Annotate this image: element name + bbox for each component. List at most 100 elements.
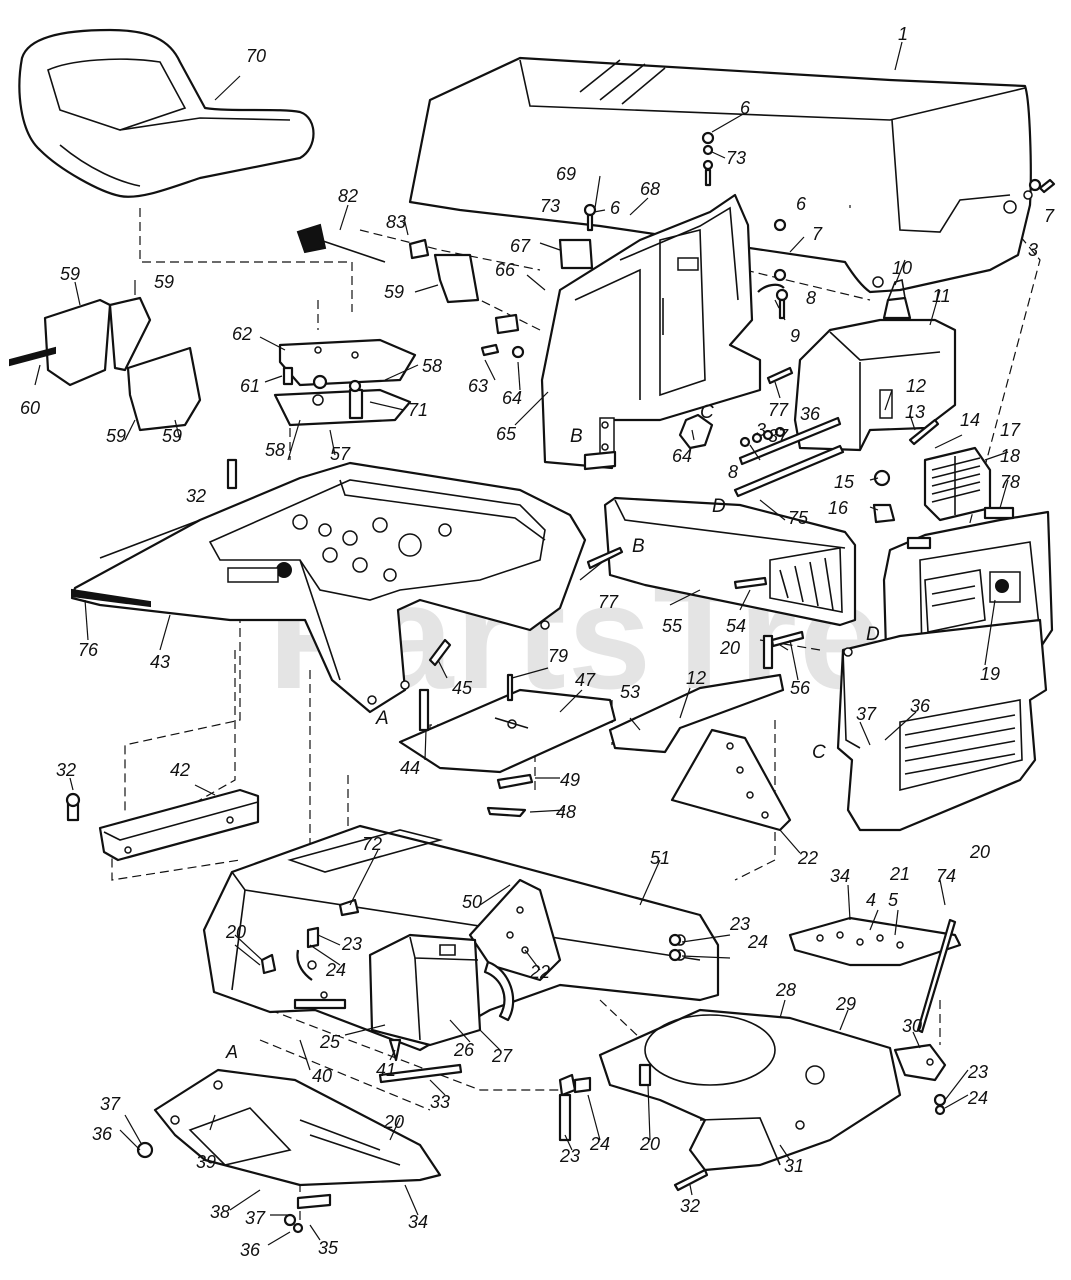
callout-50: 50 <box>462 892 482 912</box>
side-bracket <box>608 673 785 754</box>
callout-37: 37 <box>768 426 789 446</box>
triangular-bracket <box>670 728 792 832</box>
callout-55: 55 <box>662 616 683 636</box>
letter-b-dash: B <box>570 426 583 447</box>
callout-9: 9 <box>790 326 800 346</box>
battery <box>368 933 515 1047</box>
rear-bracket <box>893 1043 947 1082</box>
callout-27: 27 <box>491 1046 513 1066</box>
callout-21: 21 <box>889 864 910 884</box>
callout-60: 60 <box>20 398 40 418</box>
callout-20: 20 <box>383 1112 404 1132</box>
callout-11: 11 <box>932 286 951 306</box>
callout-35: 35 <box>318 1238 339 1258</box>
seat-bracket <box>273 338 417 427</box>
letter-d-fender: D <box>866 624 880 645</box>
letter-a-fender: A <box>375 708 389 729</box>
callout-5: 5 <box>888 890 899 910</box>
callout-23: 23 <box>967 1062 988 1082</box>
callout-73: 73 <box>540 196 560 216</box>
callout-78: 78 <box>1000 472 1020 492</box>
callout-8: 8 <box>806 288 816 308</box>
callout-54: 54 <box>726 616 746 636</box>
callout-48: 48 <box>556 802 576 822</box>
callout-77: 77 <box>768 400 789 420</box>
callout-22: 22 <box>797 848 818 868</box>
callout-31: 31 <box>784 1156 804 1176</box>
seat <box>18 28 315 198</box>
callout-64: 64 <box>672 446 692 466</box>
callout-24: 24 <box>747 932 768 952</box>
callout-59: 59 <box>154 272 174 292</box>
callout-58: 58 <box>422 356 442 376</box>
callout-23: 23 <box>559 1146 580 1166</box>
callout-30: 30 <box>902 1016 922 1036</box>
callout-59: 59 <box>384 282 404 302</box>
callout-17: 17 <box>1000 420 1021 440</box>
callout-62: 62 <box>232 324 252 344</box>
callout-41: 41 <box>376 1060 396 1080</box>
callout-56: 56 <box>790 678 811 698</box>
callout-49: 49 <box>560 770 580 790</box>
callout-59: 59 <box>60 264 80 284</box>
callout-59: 59 <box>162 426 182 446</box>
callout-24: 24 <box>325 960 346 980</box>
callout-37: 37 <box>245 1208 266 1228</box>
callout-40: 40 <box>312 1066 332 1086</box>
callout-19: 19 <box>980 664 1000 684</box>
callout-53: 53 <box>620 682 640 702</box>
callout-34: 34 <box>408 1212 428 1232</box>
callout-51: 51 <box>650 848 670 868</box>
callout-47: 47 <box>575 670 596 690</box>
callout-82: 82 <box>338 186 358 206</box>
callout-32: 32 <box>186 486 206 506</box>
callout-25: 25 <box>319 1032 341 1052</box>
callout-57: 57 <box>330 444 351 464</box>
callout-22: 22 <box>529 962 550 982</box>
callout-7: 7 <box>1044 206 1055 226</box>
callout-A: A <box>225 1042 238 1062</box>
callout-14: 14 <box>960 410 980 430</box>
callout-74: 74 <box>936 866 956 886</box>
letter-d-rod: D <box>712 496 726 517</box>
callout-10: 10 <box>892 258 912 278</box>
callout-16: 16 <box>828 498 849 518</box>
callout-36: 36 <box>92 1124 113 1144</box>
callout-20: 20 <box>969 842 990 862</box>
reference-letters: B C D B D A C <box>375 402 880 763</box>
callout-77: 77 <box>598 592 619 612</box>
callout-39: 39 <box>196 1152 216 1172</box>
callout-63: 63 <box>468 376 488 396</box>
callout-32: 32 <box>56 760 76 780</box>
callout-12: 12 <box>906 376 926 396</box>
letter-c-bracket: C <box>812 742 826 763</box>
letter-b-panel: B <box>632 536 645 557</box>
callout-59: 59 <box>106 426 126 446</box>
callout-66: 66 <box>495 260 516 280</box>
callout-8: 8 <box>728 462 738 482</box>
center-support <box>468 878 562 982</box>
callout-23: 23 <box>729 914 750 934</box>
callout-44: 44 <box>400 758 420 778</box>
callout-72: 72 <box>362 834 382 854</box>
callout-71: 71 <box>408 400 428 420</box>
grille <box>923 446 992 522</box>
callout-13: 13 <box>905 402 925 422</box>
fender-pan <box>70 461 587 714</box>
callout-6: 6 <box>796 194 807 214</box>
letter-c-dash: C <box>700 402 714 423</box>
callout-18: 18 <box>1000 446 1020 466</box>
callout-36: 36 <box>800 404 821 424</box>
leader-lines <box>34 41 1009 1246</box>
callout-42: 42 <box>170 760 190 780</box>
callout-68: 68 <box>640 179 660 199</box>
callout-58: 58 <box>265 440 285 460</box>
callout-29: 29 <box>835 994 856 1014</box>
callout-36: 36 <box>240 1240 261 1260</box>
hardware <box>9 131 1056 1234</box>
callout-3: 3 <box>756 420 766 440</box>
callout-75: 75 <box>788 508 809 528</box>
callout-20: 20 <box>719 638 740 658</box>
callout-6: 6 <box>610 198 621 218</box>
